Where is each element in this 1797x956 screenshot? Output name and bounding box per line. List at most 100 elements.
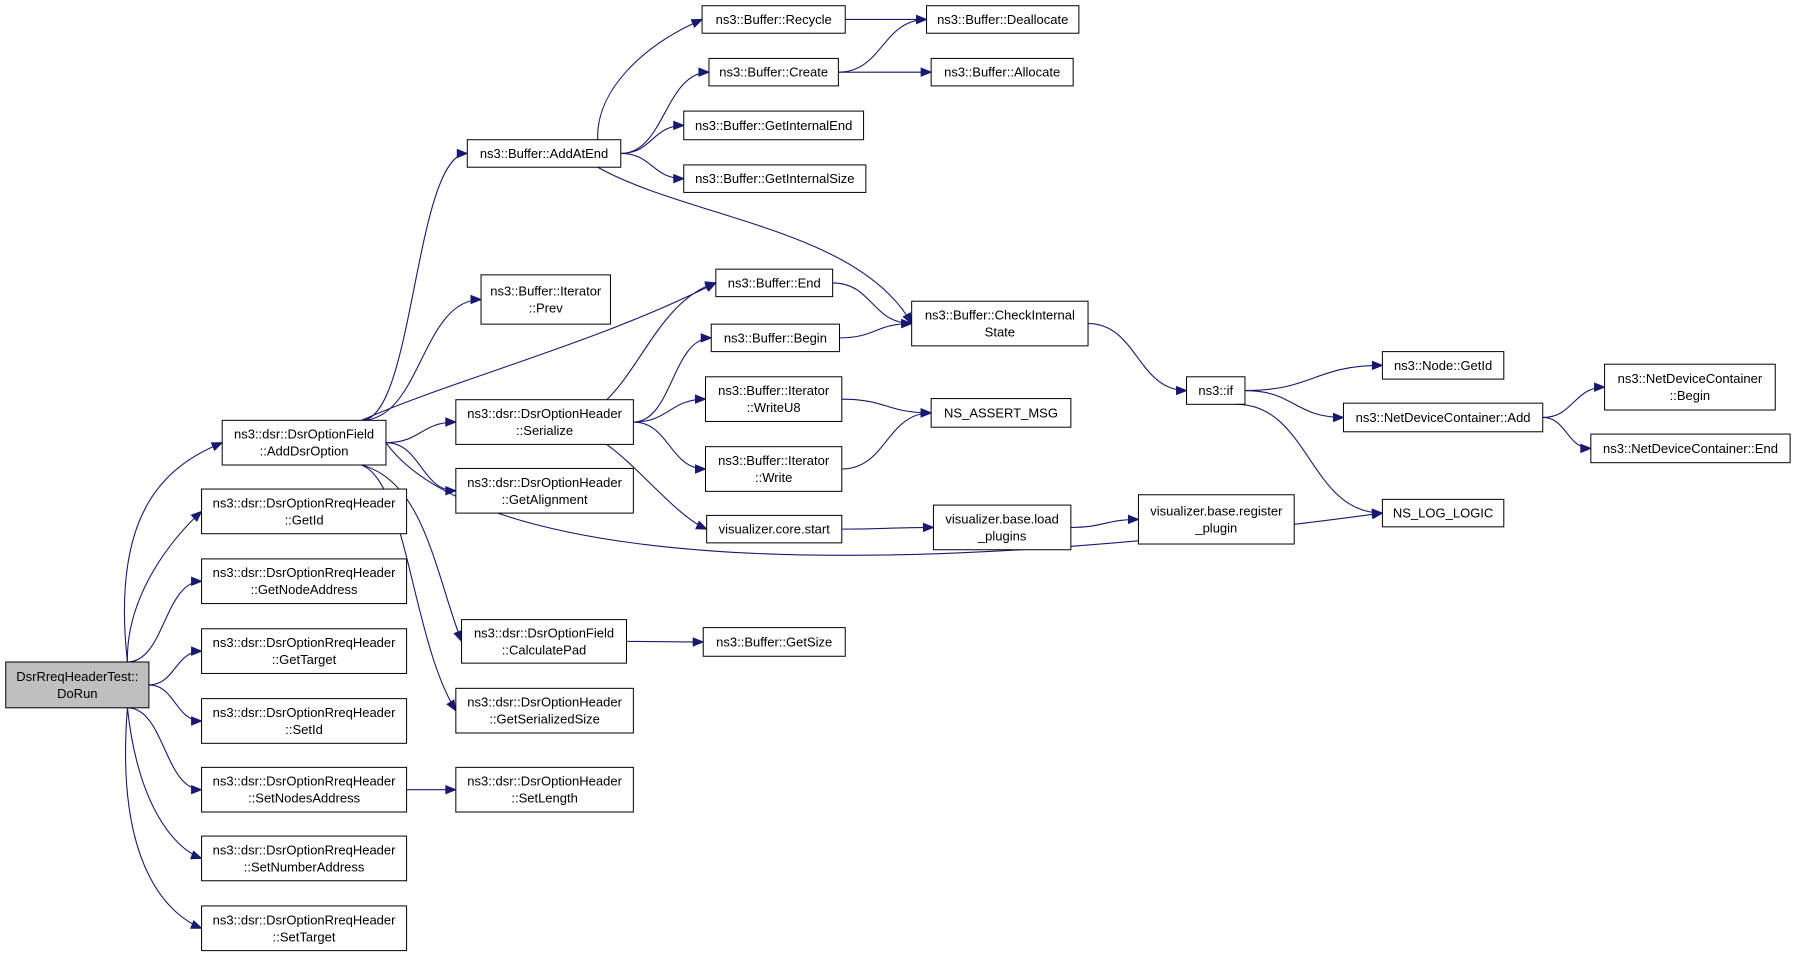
node-label: ns3::Buffer::Iterator [718, 453, 830, 468]
node-label: ::GetNodeAddress [251, 582, 358, 597]
node-label: _plugin [1194, 520, 1237, 535]
node-calculate-pad[interactable]: ns3::dsr::DsrOptionField::CalculatePad [461, 619, 627, 664]
edge-serialize-to-write [633, 421, 707, 474]
node-label: ns3::Buffer::Iterator [718, 383, 830, 398]
node-box [930, 398, 1072, 428]
node-box [201, 835, 408, 882]
node-get-target[interactable]: ns3::dsr::DsrOptionRreqHeader::GetTarget [201, 628, 408, 674]
node-label: ns3::dsr::DsrOptionHeader [467, 774, 622, 789]
node-ndc-add[interactable]: ns3::NetDeviceContainer::Add [1342, 402, 1544, 433]
node-get-internal-size[interactable]: ns3::Buffer::GetInternalSize [683, 164, 867, 193]
node-set-length[interactable]: ns3::dsr::DsrOptionHeader::SetLength [455, 766, 634, 813]
node-assert-msg[interactable]: NS_ASSERT_MSG [930, 398, 1072, 428]
node-label: ns3::Buffer::Begin [724, 330, 827, 345]
edge-addDsrOption-to-iterPrev [361, 294, 483, 421]
edge-serialize-to-bufBegin [633, 333, 713, 423]
node-box [455, 467, 634, 514]
node-label: ns3::Node::GetId [1394, 358, 1492, 373]
node-get-size[interactable]: ns3::Buffer::GetSize [702, 627, 846, 657]
node-viz-start[interactable]: visualizer.core.start [706, 514, 843, 544]
node-label: ns3::dsr::DsrOptionField [234, 427, 374, 442]
node-ndc-begin[interactable]: ns3::NetDeviceContainer::Begin [1604, 363, 1776, 411]
node-box [455, 687, 634, 734]
node-label: ns3::dsr::DsrOptionRreqHeader [213, 635, 396, 650]
edge-addAtEnd-to-getInternalSize [620, 152, 686, 184]
node-label: ::Prev [529, 301, 563, 316]
node-label: ns3::dsr::DsrOptionHeader [467, 695, 622, 710]
node-set-id[interactable]: ns3::dsr::DsrOptionRreqHeader::SetId [201, 698, 408, 744]
node-get-alignment[interactable]: ns3::dsr::DsrOptionHeader::GetAlignment [455, 467, 634, 514]
node-node-get-id[interactable]: ns3::Node::GetId [1381, 351, 1505, 380]
edge-doRun-to-setId [148, 684, 203, 726]
node-box [706, 514, 843, 544]
edge-ndcAdd-to-ndcEnd [1542, 416, 1593, 454]
edge-if-to-logLogic [1236, 403, 1384, 518]
node-box [701, 5, 846, 34]
node-create[interactable]: ns3::Buffer::Create [708, 57, 839, 87]
node-write-u8[interactable]: ns3::Buffer::Iterator::WriteU8 [705, 376, 843, 422]
node-set-target[interactable]: ns3::dsr::DsrOptionRreqHeader::SetTarget [201, 905, 408, 952]
edge-loadPlugins-to-registerPlugin [1070, 514, 1140, 528]
node-box [932, 504, 1072, 551]
node-box [1590, 433, 1791, 464]
node-label: ns3::NetDeviceContainer [1618, 371, 1763, 386]
node-buf-end[interactable]: ns3::Buffer::End [715, 268, 834, 298]
edge-doRun-to-setNodesAddress [127, 707, 203, 795]
node-if[interactable]: ns3::if [1186, 376, 1246, 405]
node-label: ns3::Buffer::CheckInternal [925, 308, 1075, 323]
node-log-logic[interactable]: NS_LOG_LOGIC [1381, 498, 1505, 528]
node-get-node-address[interactable]: ns3::dsr::DsrOptionRreqHeader::GetNodeAd… [201, 558, 408, 605]
node-set-number-address[interactable]: ns3::dsr::DsrOptionRreqHeader::SetNumber… [201, 835, 408, 882]
node-label: ns3::dsr::DsrOptionHeader [467, 475, 622, 490]
node-label: ns3::Buffer::Create [719, 65, 828, 80]
node-label: ns3::NetDeviceContainer::End [1603, 441, 1778, 456]
node-label: ns3::Buffer::AddAtEnd [480, 146, 608, 161]
node-buf-begin[interactable]: ns3::Buffer::Begin [710, 323, 841, 353]
node-add-at-end[interactable]: ns3::Buffer::AddAtEnd [466, 139, 622, 168]
node-box [683, 110, 865, 141]
node-box [1604, 363, 1776, 411]
node-serialize[interactable]: ns3::dsr::DsrOptionHeader::Serialize [455, 399, 634, 445]
edge-serialize-to-writeU8 [633, 394, 707, 423]
node-box [466, 139, 622, 168]
node-do-run[interactable]: DsrRreqHeaderTest::DoRun [5, 661, 150, 709]
node-box [710, 323, 841, 353]
node-allocate[interactable]: ns3::Buffer::Allocate [930, 57, 1074, 87]
node-box [702, 627, 846, 657]
edge-doRun-to-setTarget [125, 707, 203, 929]
node-box [683, 164, 867, 193]
node-recycle[interactable]: ns3::Buffer::Recycle [701, 5, 846, 34]
node-add-dsr-option[interactable]: ns3::dsr::DsrOptionField::AddDsrOption [221, 419, 387, 466]
edge-addAtEnd-to-create [620, 67, 711, 155]
edge-vizStart-to-loadPlugins [841, 522, 935, 533]
node-set-nodes-address[interactable]: ns3::dsr::DsrOptionRreqHeader::SetNodesA… [201, 766, 408, 813]
node-get-id[interactable]: ns3::dsr::DsrOptionRreqHeader::GetId [201, 488, 408, 535]
call-edges [123, 14, 1606, 929]
node-box [1342, 402, 1544, 433]
node-label: ::AddDsrOption [260, 444, 349, 459]
edge-doRun-to-addDsrOption [123, 442, 224, 663]
node-label: ::GetAlignment [502, 492, 588, 507]
node-deallocate[interactable]: ns3::Buffer::Deallocate [926, 5, 1080, 34]
node-label: ns3::dsr::DsrOptionHeader [467, 406, 622, 421]
node-ndc-end[interactable]: ns3::NetDeviceContainer::End [1590, 433, 1791, 464]
node-label: ::WriteU8 [747, 400, 801, 415]
node-box [5, 661, 150, 709]
node-register-plugin[interactable]: visualizer.base.register_plugin [1137, 494, 1295, 545]
edge-ndcAdd-to-ndcBegin [1542, 382, 1606, 419]
node-iter-prev[interactable]: ns3::Buffer::Iterator::Prev [480, 274, 611, 325]
edge-checkInternal-to-if [1088, 323, 1188, 396]
node-label: DsrRreqHeaderTest:: [16, 669, 138, 684]
node-label: ns3::dsr::DsrOptionRreqHeader [213, 912, 396, 927]
node-label: ns3::Buffer::Deallocate [937, 12, 1068, 27]
node-label: visualizer.base.load [945, 511, 1058, 526]
edge-doRun-to-getTarget [148, 646, 203, 686]
edge-if-to-nodeGetId [1244, 360, 1384, 392]
node-write[interactable]: ns3::Buffer::Iterator::Write [705, 446, 843, 492]
node-load-plugins[interactable]: visualizer.base.load_plugins [932, 504, 1072, 551]
edge-serialize-to-bufEnd [606, 281, 718, 401]
node-get-internal-end[interactable]: ns3::Buffer::GetInternalEnd [683, 110, 865, 141]
node-get-serialized-size[interactable]: ns3::dsr::DsrOptionHeader::GetSerialized… [455, 687, 634, 734]
